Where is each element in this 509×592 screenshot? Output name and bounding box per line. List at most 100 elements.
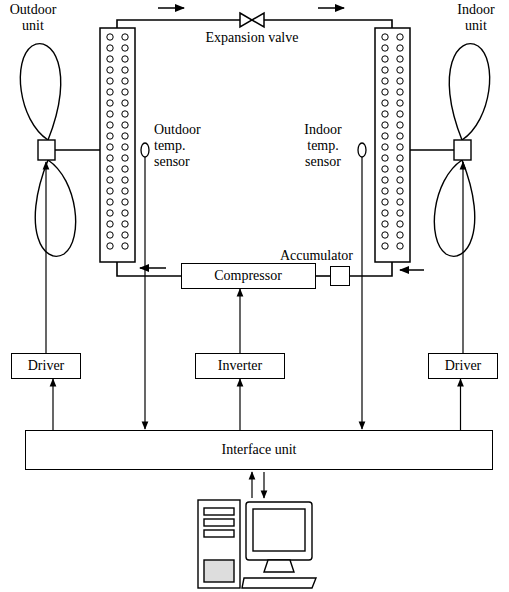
signal-arrow <box>52 379 53 430</box>
coil-tube <box>382 111 388 117</box>
coil-tube <box>382 89 388 95</box>
coil-tube <box>107 166 113 172</box>
coil-tube <box>397 111 403 117</box>
coil-tube <box>122 177 128 183</box>
coil-tube <box>397 166 403 172</box>
coil-tube <box>397 199 403 205</box>
signal-arrow <box>460 379 461 430</box>
valve-label: Expansion valve <box>206 30 299 46</box>
indoor-coil <box>375 28 410 262</box>
coil-tube <box>122 45 128 51</box>
coil-tube <box>397 89 403 95</box>
driver-box: Driver <box>428 353 498 379</box>
coil-tube <box>382 144 388 150</box>
coil-tube <box>382 243 388 249</box>
coil-tube <box>397 232 403 238</box>
coil-tube <box>382 155 388 161</box>
coil-tube <box>382 210 388 216</box>
drive-bay <box>204 519 234 526</box>
coil-tube <box>122 34 128 40</box>
coil-tube <box>122 56 128 62</box>
coil-tube <box>382 232 388 238</box>
coil-tube <box>122 111 128 117</box>
coil-tube <box>397 34 403 40</box>
fan-motor <box>38 140 55 160</box>
pipe-connector <box>316 275 331 277</box>
outdoor-coil <box>100 28 135 262</box>
coil-tube <box>122 199 128 205</box>
coil-tube <box>382 221 388 227</box>
coil-tube <box>107 78 113 84</box>
signal-line <box>361 157 362 429</box>
unit-label: Outdoor unit <box>2 2 64 34</box>
coil-tube <box>107 221 113 227</box>
box-label: Driver <box>445 358 482 374</box>
coil-tube <box>122 89 128 95</box>
coil-tube <box>397 100 403 106</box>
monitor-screen <box>253 509 305 551</box>
computer-tower <box>198 500 240 588</box>
fan-blade <box>35 160 75 256</box>
flow-arrow <box>158 7 184 9</box>
coil-tube <box>382 45 388 51</box>
box-label: Interface unit <box>221 442 296 458</box>
signal-line <box>45 162 46 353</box>
coil-tube <box>397 243 403 249</box>
coil-tube <box>382 67 388 73</box>
fan-motor <box>454 140 471 160</box>
coil-tube <box>397 188 403 194</box>
coil-tube <box>122 232 128 238</box>
fan-shaft <box>410 149 454 150</box>
coil-tube <box>122 210 128 216</box>
coil-tube <box>382 177 388 183</box>
coil-tube <box>107 56 113 62</box>
keyboard <box>242 578 316 588</box>
drive-bay <box>204 508 234 515</box>
box-label: Accumulator <box>280 248 353 264</box>
accumulator-box: Accumulator <box>330 266 350 286</box>
coil-tube <box>382 199 388 205</box>
data-arrow <box>263 472 264 498</box>
flow-arrow <box>400 269 424 271</box>
interface-box: Interface unit <box>25 430 493 470</box>
pipe <box>117 262 182 276</box>
unit-label: Indoor unit <box>446 2 506 34</box>
signal-arrow <box>239 289 240 353</box>
temp-sensor <box>141 143 149 157</box>
coil-tube <box>107 100 113 106</box>
box-label: Inverter <box>218 358 262 374</box>
coil-tube <box>122 243 128 249</box>
coil-tube <box>107 34 113 40</box>
coil-tube <box>397 78 403 84</box>
coil-tube <box>107 188 113 194</box>
coil-tube <box>107 155 113 161</box>
coil-tube <box>397 155 403 161</box>
coil-tube <box>107 210 113 216</box>
coil-tube <box>107 243 113 249</box>
flow-arrow <box>140 267 166 269</box>
coil-tube <box>107 177 113 183</box>
coil-tube <box>397 67 403 73</box>
coil-tube <box>382 188 388 194</box>
coil-tube <box>397 122 403 128</box>
box-label: Driver <box>28 358 65 374</box>
flow-arrow <box>318 7 344 9</box>
coil-tube <box>397 144 403 150</box>
coil-tube <box>107 232 113 238</box>
fan-blade <box>20 44 60 140</box>
coil-tube <box>382 100 388 106</box>
monitor <box>246 502 312 560</box>
coil-tube <box>382 122 388 128</box>
signal-arrow <box>239 379 240 430</box>
coil-tube <box>107 89 113 95</box>
coil-tube <box>397 210 403 216</box>
coil-tube <box>122 100 128 106</box>
pipe <box>350 262 392 276</box>
box-label: Compressor <box>214 268 282 284</box>
expansion-valve-symbol <box>240 13 264 27</box>
temp-sensor <box>358 143 366 157</box>
coil-tube <box>382 133 388 139</box>
coil-tube <box>382 56 388 62</box>
